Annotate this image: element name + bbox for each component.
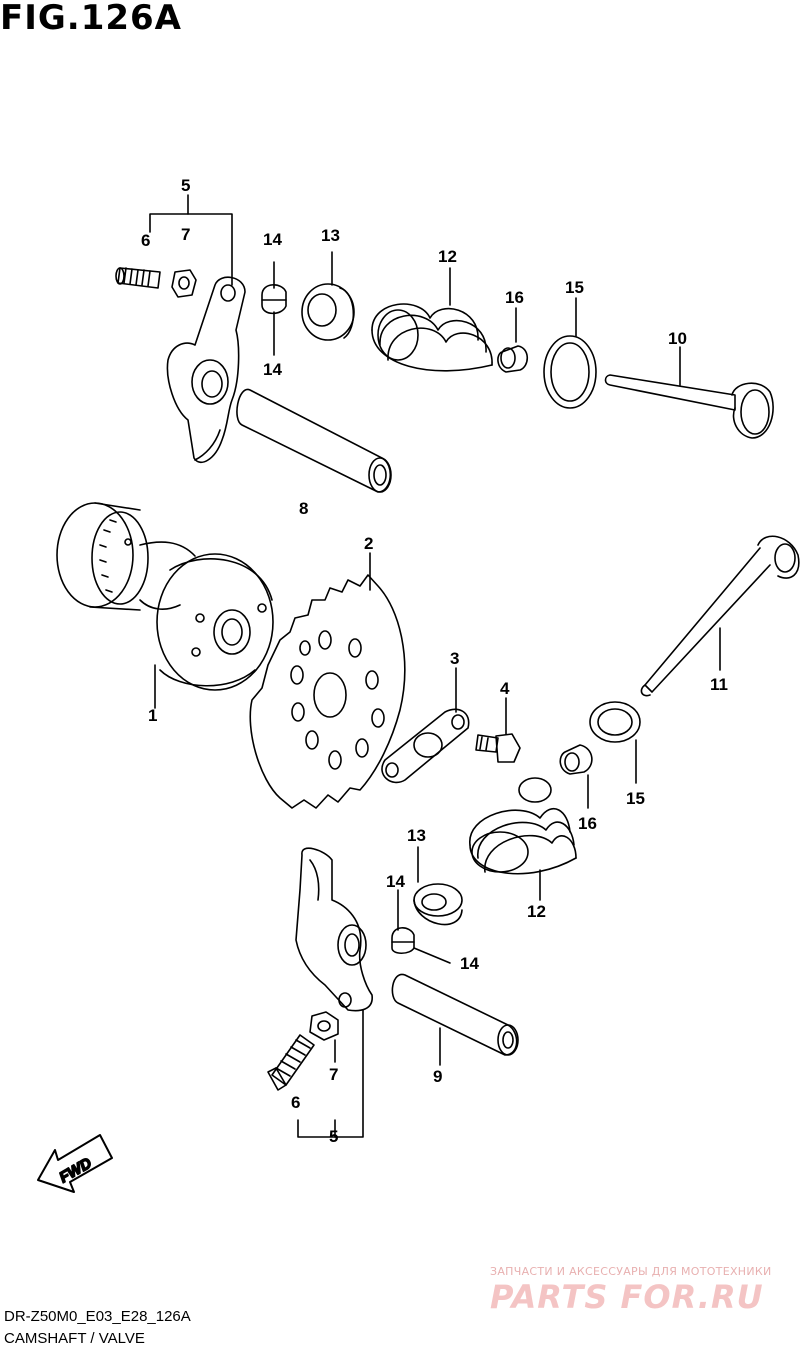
callout-13-bottom: 13 — [407, 826, 426, 845]
valve-cotter-14-bottom — [391, 889, 451, 964]
lock-nut-7-bottom — [309, 1011, 339, 1063]
watermark-logo: PARTS FOR.RU — [490, 1278, 764, 1316]
oil-seal-16-bottom — [559, 744, 593, 809]
callout-16-bottom: 16 — [578, 814, 597, 833]
callout-16-top: 16 — [505, 288, 524, 307]
cam-sprocket-2 — [249, 552, 406, 809]
callout-10: 10 — [668, 329, 687, 348]
adjust-screw-6-bottom — [267, 1034, 315, 1091]
camshaft-1 — [56, 502, 274, 709]
fwd-label: FWD — [57, 1155, 95, 1187]
valve-exhaust-10 — [604, 346, 774, 439]
callout-7-top: 7 — [181, 225, 190, 244]
plate-3 — [381, 667, 470, 784]
footer-figure-code: DR-Z50M0_E03_E28_126A — [4, 1308, 191, 1325]
callout-14-bottom-a: 14 — [386, 872, 405, 891]
callout-5-top: 5 — [181, 176, 190, 195]
callout-3: 3 — [450, 649, 459, 668]
callout-12-bottom: 12 — [527, 902, 546, 921]
rocker-shaft-8 — [236, 389, 392, 493]
lock-nut-7-top — [171, 269, 197, 298]
spring-retainer-13-top — [301, 251, 355, 341]
fwd-arrow-icon: FWD — [37, 1134, 113, 1193]
callout-4: 4 — [500, 679, 510, 698]
callout-15-top: 15 — [565, 278, 584, 297]
callout-11: 11 — [710, 675, 728, 694]
callout-5-bottom: 5 — [329, 1127, 338, 1146]
bracket-5-top — [149, 194, 233, 286]
figure-title: FIG.126A — [0, 0, 182, 38]
callout-14-top-a: 14 — [263, 230, 282, 249]
callout-6-top: 6 — [141, 231, 150, 250]
valve-intake-11 — [640, 535, 800, 697]
oil-seal-16-top — [497, 307, 529, 373]
callout-14-top-b: 14 — [263, 360, 282, 379]
bracket-5-bottom — [297, 1009, 364, 1138]
washer-15-bottom — [589, 701, 641, 784]
footer-figure-name: CAMSHAFT / VALVE — [4, 1330, 145, 1347]
watermark-text: ЗАПЧАСТИ И АКСЕССУАРЫ ДЛЯ МОТОТЕХНИКИ — [490, 1265, 772, 1278]
callout-1: 1 — [148, 706, 157, 725]
valve-spring-12-top — [371, 267, 493, 372]
valve-cotter-14-top — [261, 261, 287, 356]
washer-15-top — [543, 297, 597, 409]
rocker-shaft-9 — [391, 973, 519, 1066]
bolt-4 — [475, 697, 521, 763]
callout-13-top: 13 — [321, 226, 340, 245]
callout-9: 9 — [433, 1067, 442, 1086]
callout-15-bottom: 15 — [626, 789, 645, 808]
callout-12-top: 12 — [438, 247, 457, 266]
callout-14-bottom-b: 14 — [460, 954, 479, 973]
adjust-screw-6-top — [115, 267, 161, 289]
callout-8: 8 — [299, 499, 308, 518]
callout-7-bottom: 7 — [329, 1065, 338, 1084]
spring-retainer-13-bottom — [413, 846, 463, 926]
rocker-arm-top — [166, 276, 246, 464]
valve-spring-12-bottom — [469, 777, 577, 901]
callout-2: 2 — [364, 534, 373, 553]
callout-6-bottom: 6 — [291, 1093, 300, 1112]
rocker-arm-bottom — [295, 847, 373, 1012]
